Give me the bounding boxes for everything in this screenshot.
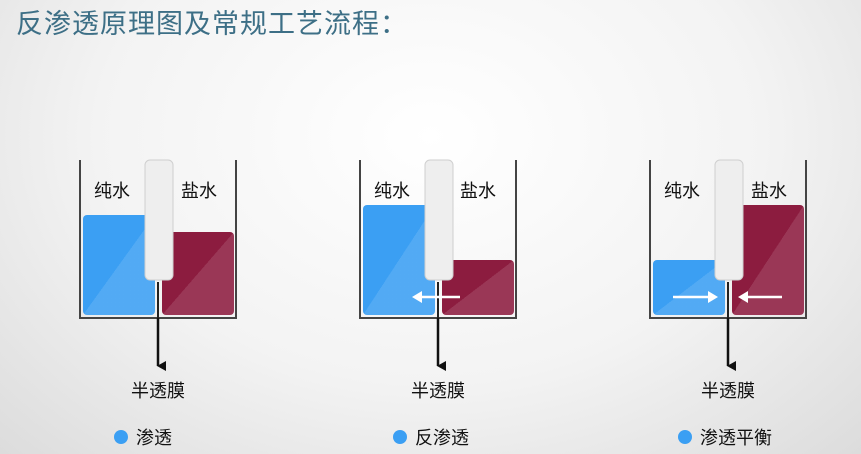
membrane-label: 半透膜	[411, 381, 465, 402]
panel-osmotic-equilibrium: 纯水 盐水 半透膜 渗透平衡	[649, 159, 807, 449]
divider-plate	[424, 159, 454, 281]
salt-water-label: 盐水	[181, 181, 217, 202]
flow-arrow-left	[738, 291, 782, 303]
pure-water-sheen	[653, 260, 725, 315]
divider-plate	[144, 159, 174, 281]
process-label: 渗透平衡	[700, 428, 772, 449]
flow-arrow-right	[673, 291, 718, 303]
pure-water-label: 纯水	[664, 181, 700, 202]
pure-water-sheen	[363, 205, 435, 315]
membrane-label: 半透膜	[701, 381, 755, 402]
bullet-icon	[678, 430, 692, 444]
salt-water-sheen	[732, 205, 804, 315]
salt-water-sheen	[442, 260, 514, 315]
panel-osmosis: 纯水 盐水 半透膜 渗透	[79, 159, 237, 449]
process-label: 渗透	[136, 428, 172, 449]
salt-water-label: 盐水	[460, 181, 496, 202]
salt-water-sheen	[162, 232, 234, 315]
panel-reverse-osmosis: 纯水 盐水 半透膜 反渗透	[359, 159, 517, 449]
bullet-icon	[393, 430, 407, 444]
pure-water-sheen	[83, 215, 155, 315]
page-title: 反渗透原理图及常规工艺流程：	[16, 9, 408, 40]
membrane-label: 半透膜	[131, 381, 185, 402]
salt-water-label: 盐水	[751, 181, 787, 202]
process-label: 反渗透	[415, 428, 469, 449]
divider-plate	[714, 159, 744, 281]
bullet-icon	[114, 430, 128, 444]
pure-water-label: 纯水	[94, 181, 130, 202]
flow-arrow-left	[412, 291, 460, 303]
pure-water-label: 纯水	[374, 181, 410, 202]
